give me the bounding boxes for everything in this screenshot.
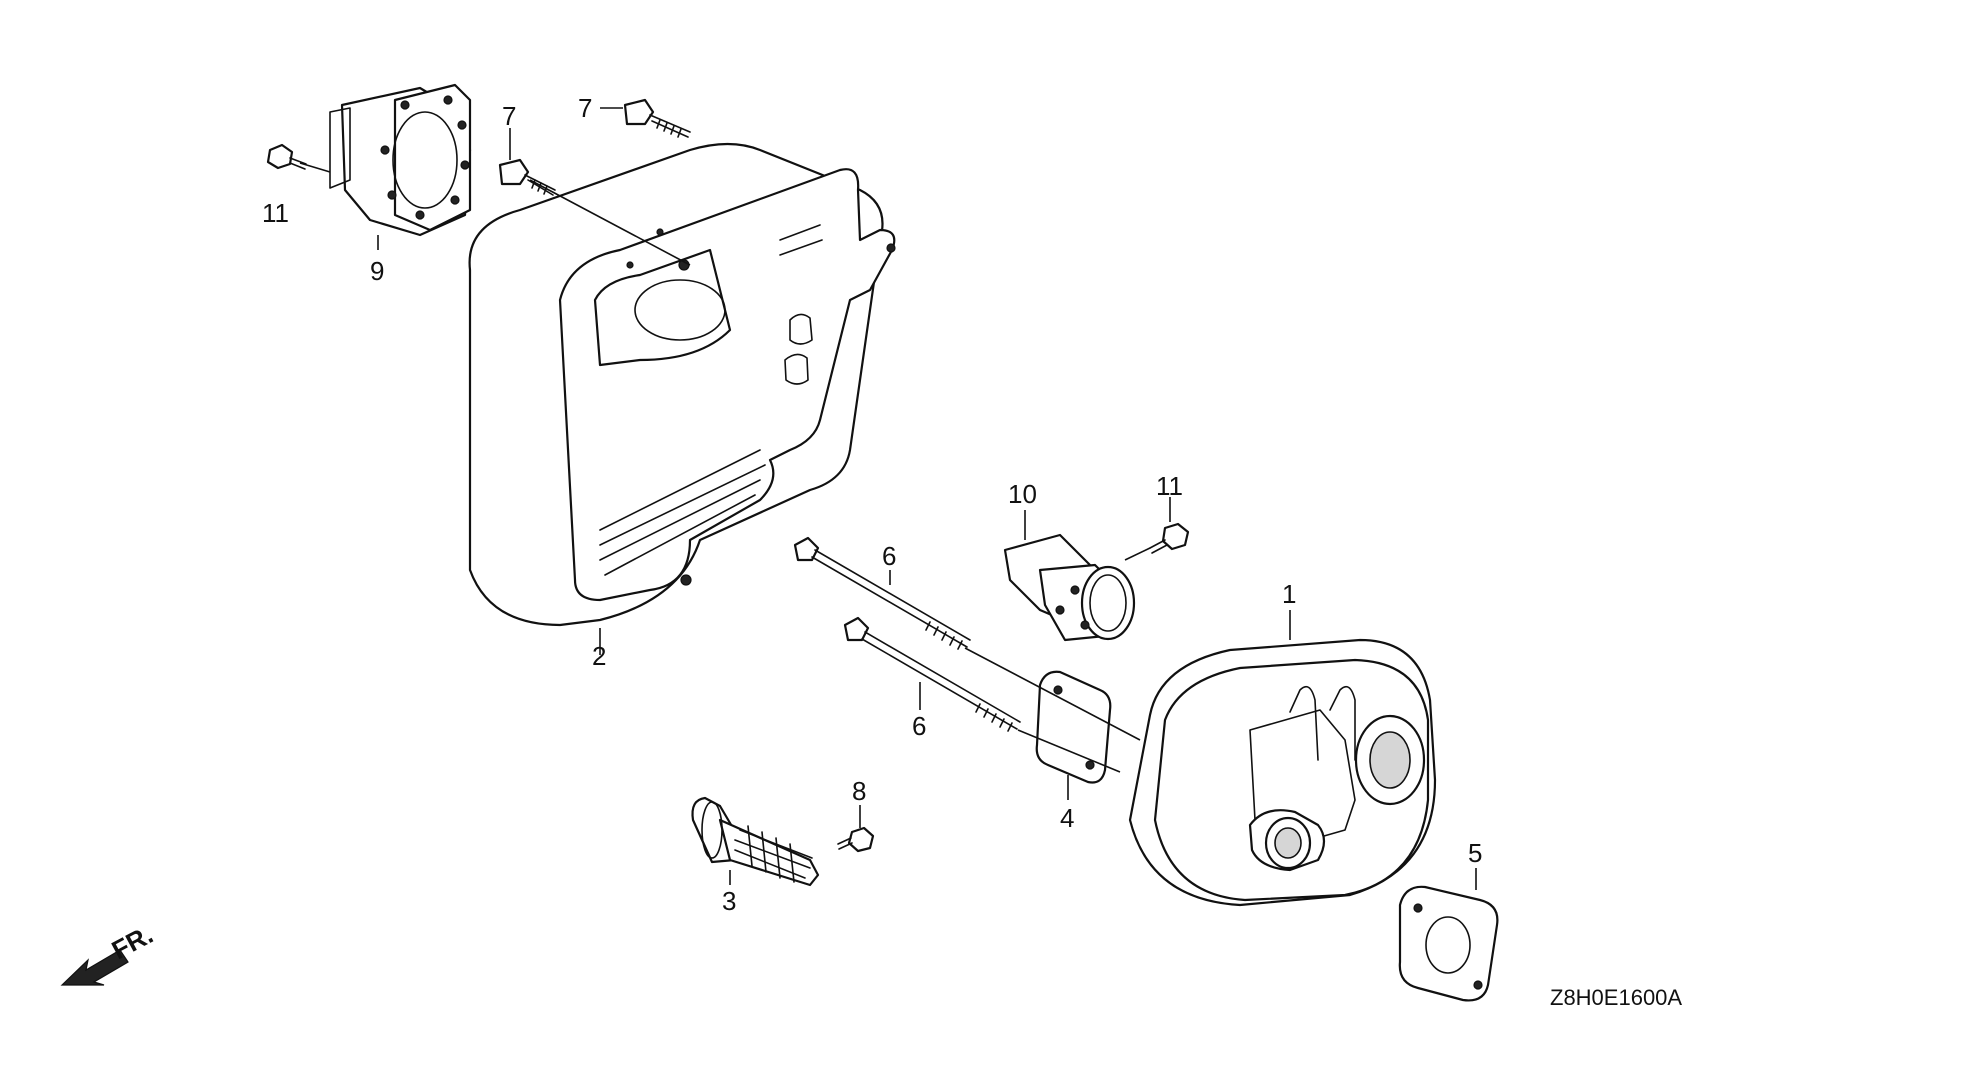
part-10-tail-pipe [1003,533,1136,642]
callout-5: 5 [1468,838,1482,868]
part-1-muffler [1128,638,1437,907]
callout-2: 2 [592,641,606,671]
part-11-screw-right [1149,522,1190,554]
leader-lines [299,107,1477,890]
part-7-bolt-left [498,158,556,196]
callout-7-left: 7 [502,101,516,131]
part-9-deflector [329,83,472,237]
part-7-bolt-right [623,98,691,138]
callout-6-upper: 6 [882,541,896,571]
part-4-gasket [1035,670,1112,784]
callout-1: 1 [1282,579,1296,609]
part-8-screw [837,826,875,853]
callout-11-right: 11 [1156,471,1183,501]
callout-8: 8 [852,776,866,806]
part-5-exhaust-gasket [1398,885,1499,1002]
callout-3: 3 [722,886,736,916]
part-6-long-bolt-lower [843,616,1021,732]
part-11-screw-top [266,143,307,170]
diagram-code: Z8H0E1600A [1550,985,1682,1010]
callout-10: 10 [1008,479,1037,509]
part-3-spark-arrester [691,796,820,887]
callout-9: 9 [370,256,384,286]
callout-11-top: 11 [262,198,289,228]
callout-7-right: 7 [578,93,592,123]
part-6-long-bolt-upper [793,536,971,650]
callout-6-lower: 6 [912,711,926,741]
front-direction-arrow: FR. [60,919,158,986]
part-2-muffler-protector [468,142,896,627]
callout-4: 4 [1060,803,1074,833]
